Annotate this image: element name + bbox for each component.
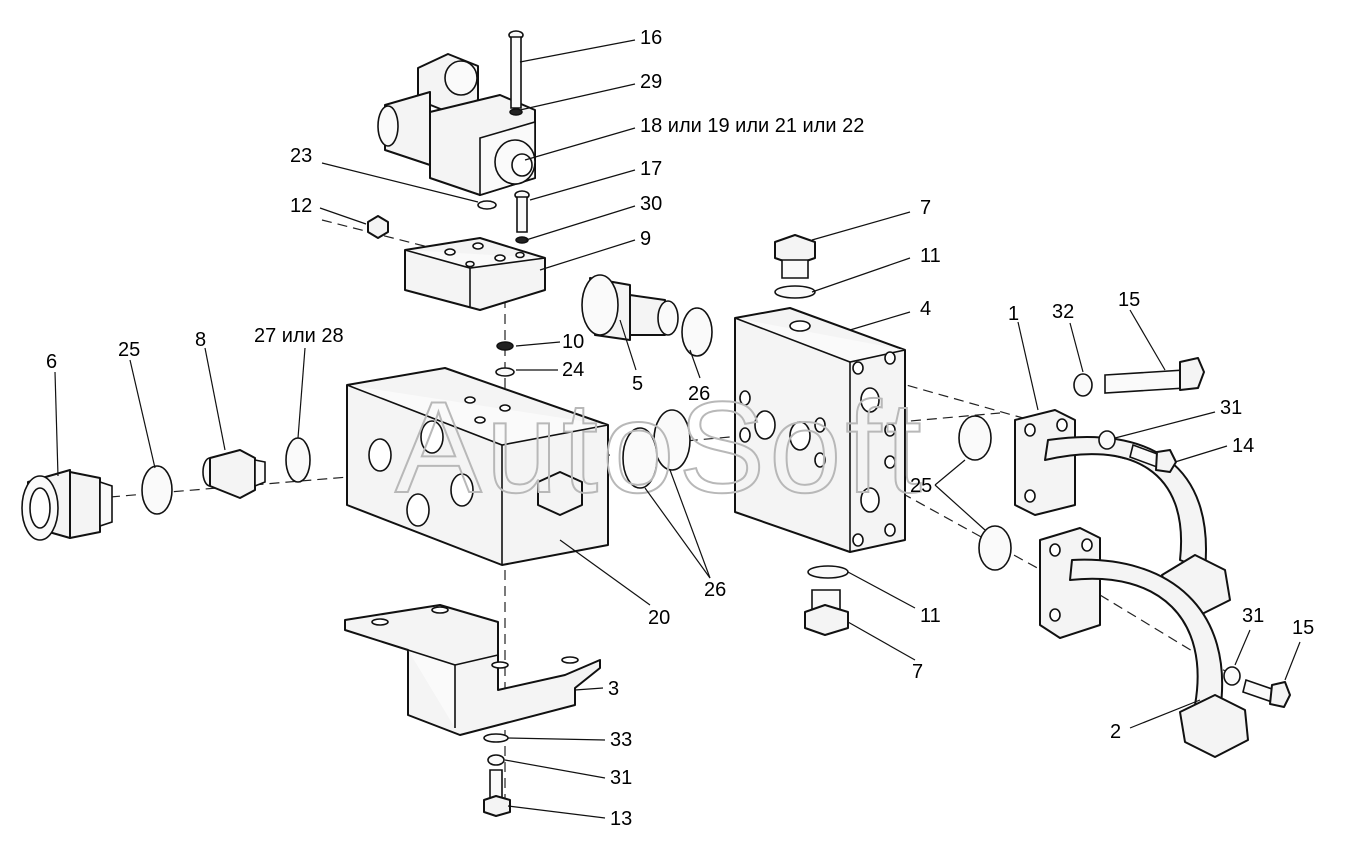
screw-17 <box>514 190 530 233</box>
plug-12 <box>367 215 389 239</box>
callout-12: 12 <box>290 195 312 217</box>
washer-29 <box>509 108 523 116</box>
callout-31-bottom: 31 <box>610 767 632 789</box>
bolt-13 <box>483 769 511 817</box>
washer-31-lower <box>1223 666 1241 686</box>
block-4 <box>734 307 906 553</box>
callout-15-lower: 15 <box>1292 617 1314 639</box>
seal-ring-25-right-a <box>958 415 992 461</box>
bracket-3 <box>344 604 601 736</box>
main-block-20 <box>346 367 609 566</box>
callout-29: 29 <box>640 71 662 93</box>
plug-10 <box>496 341 514 351</box>
bolt-15-upper <box>1104 357 1205 394</box>
callout-11-upper: 11 <box>920 245 941 267</box>
callout-18: 18 или 19 или 21 или 22 <box>640 115 864 137</box>
callout-2: 2 <box>1110 721 1121 743</box>
callout-7-lower: 7 <box>912 661 923 683</box>
callout-13: 13 <box>610 808 632 830</box>
callout-24: 24 <box>562 359 584 381</box>
seal-ring-26-upper <box>681 307 713 357</box>
callout-25-left: 25 <box>118 339 140 361</box>
washer-31-upper <box>1098 430 1116 450</box>
washer-33 <box>483 733 509 743</box>
callout-labels: 16 29 18 или 19 или 21 или 22 17 23 30 1… <box>46 27 1314 830</box>
callout-31-upper: 31 <box>1220 397 1242 419</box>
callout-9: 9 <box>640 228 651 250</box>
callout-32: 32 <box>1052 301 1074 323</box>
callout-31-lower: 31 <box>1242 605 1264 627</box>
seal-ring-11-lower <box>807 565 849 579</box>
callout-3: 3 <box>608 678 619 700</box>
callout-16: 16 <box>640 27 662 49</box>
screw-16 <box>508 30 524 109</box>
callout-8: 8 <box>195 329 206 351</box>
bolt-14 <box>1129 443 1177 473</box>
callout-17: 17 <box>640 158 662 180</box>
washer-31-bottom <box>487 754 505 766</box>
seal-ring-26-lower-b <box>622 427 658 489</box>
callout-23: 23 <box>290 145 312 167</box>
callout-27-28: 27 или 28 <box>254 325 344 347</box>
callout-6: 6 <box>46 351 57 373</box>
fitting-6 <box>21 469 113 541</box>
callout-26-upper: 26 <box>688 383 710 405</box>
callout-33: 33 <box>610 729 632 751</box>
bolt-15-lower <box>1242 678 1291 708</box>
callout-20: 20 <box>648 607 670 629</box>
pipe-2 <box>1039 527 1249 758</box>
callout-7-upper: 7 <box>920 197 931 219</box>
plug-7-upper <box>774 234 816 279</box>
seal-ring-11-upper <box>774 285 816 299</box>
callout-11-lower: 11 <box>920 605 941 627</box>
seal-ring-27-28 <box>285 437 311 483</box>
callout-10: 10 <box>562 331 584 353</box>
seal-ring-25-left <box>141 465 173 515</box>
callout-1: 1 <box>1008 303 1019 325</box>
callout-25-right: 25 <box>910 475 932 497</box>
seal-ring-25-right-b <box>978 525 1012 571</box>
plug-7-lower <box>804 589 849 636</box>
callout-15-upper: 15 <box>1118 289 1140 311</box>
solenoid-valve <box>377 53 536 197</box>
callout-26-lower: 26 <box>704 579 726 601</box>
callout-30: 30 <box>640 193 662 215</box>
leader-lines <box>54 39 1301 819</box>
watermark: AutoSoft <box>395 374 926 520</box>
fitting-5 <box>581 274 679 341</box>
seal-ring-24 <box>495 367 515 377</box>
callout-4: 4 <box>920 298 931 320</box>
callout-14: 14 <box>1232 435 1254 457</box>
adapter-plate-9 <box>404 237 546 311</box>
fitting-8 <box>202 449 266 499</box>
washer-32 <box>1073 373 1093 397</box>
seal-ring-23 <box>477 200 497 210</box>
callout-5: 5 <box>632 373 643 395</box>
